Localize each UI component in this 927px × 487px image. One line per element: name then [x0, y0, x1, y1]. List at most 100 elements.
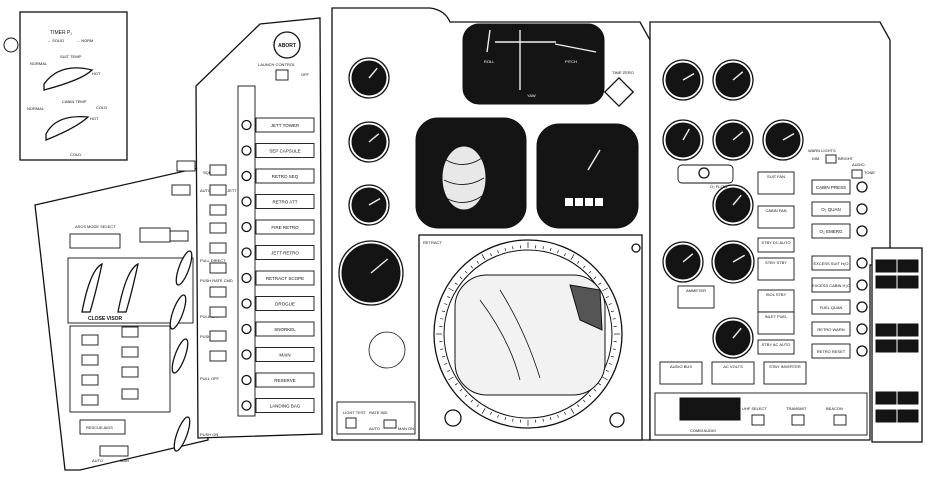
altimeter [339, 241, 403, 305]
cluster-switch-4[interactable] [82, 375, 98, 385]
warn-lights-switch[interactable] [826, 155, 836, 163]
right-gauge-6 [663, 242, 703, 282]
scope-knob-right[interactable] [610, 413, 624, 427]
rescue-auto-label: AUTO [92, 458, 103, 463]
uhf-select-switch[interactable] [752, 415, 764, 425]
cluster-switch-5[interactable] [122, 367, 138, 377]
cluster-switch-3[interactable] [122, 347, 138, 357]
left-handle-7[interactable] [210, 307, 226, 317]
side-strip-block-b-5 [898, 410, 918, 422]
warning-label: O₂ QUAN [821, 207, 841, 212]
warning-knob-lower-3[interactable] [857, 324, 867, 334]
warning-label: O₂ EMERG [820, 229, 843, 234]
rescue-man-label: MAN [120, 458, 129, 463]
left-handle-8[interactable] [210, 331, 226, 341]
telelight-retro-seq [242, 172, 251, 181]
rate-ind-label: RATE IND [369, 410, 387, 415]
warning-knob-0[interactable] [857, 182, 867, 192]
cluster-switch-2[interactable] [82, 355, 98, 365]
rescue-switch[interactable] [100, 446, 128, 456]
upper-switch-0[interactable] [177, 161, 195, 171]
right-panel: O₂ FLOW WARN LIGHTS DIM BRIGHT AUDIO TON… [650, 22, 922, 442]
cluster-switch-7[interactable] [122, 389, 138, 399]
rate-auto-label: AUTO [369, 426, 380, 431]
side-strip-block-2 [876, 324, 896, 336]
sequence-label: FIRE RETRO [271, 225, 299, 230]
pull-off-label-2: PULL OFF [200, 376, 220, 381]
warning-knob-lower-0[interactable] [857, 258, 867, 268]
left-handle-9[interactable] [210, 351, 226, 361]
close-visor-label: CLOSE VISOR [88, 316, 123, 322]
cluster-switch-0[interactable] [82, 335, 98, 345]
switch-box-label: STBY DC AUTO [761, 240, 790, 245]
beacon-switch[interactable] [834, 415, 846, 425]
cabin-temp-label: CABIN TEMP [62, 99, 87, 104]
switch-box-label: STBY AC AUTO [762, 342, 791, 347]
left-handle-4[interactable] [210, 243, 226, 253]
globe [442, 146, 486, 210]
audio-label: AUDIO [852, 162, 865, 167]
left-handle-2[interactable] [210, 205, 226, 215]
side-strip-block-1 [876, 276, 896, 288]
left-handle-6[interactable] [210, 287, 226, 297]
sequence-label: SNORKEL [274, 327, 296, 332]
transmit-switch[interactable] [792, 415, 804, 425]
yaw-label: YAW [527, 93, 536, 98]
telelight-jett-retro [242, 248, 251, 257]
left-handle-3[interactable] [210, 223, 226, 233]
retract-label: RETRACT [423, 240, 442, 245]
left-gauge-1 [349, 58, 389, 98]
cabin-cold-label: COLD [96, 105, 107, 110]
switch-box-label: AC VOLTS [723, 364, 743, 369]
cluster-switch-6[interactable] [82, 395, 98, 405]
scope-retract-knob[interactable] [632, 244, 640, 252]
light-test-label: LIGHT TEST [343, 410, 367, 415]
clock-digit-3 [585, 198, 593, 206]
scope-knob-left[interactable] [445, 410, 461, 426]
side-strip-block-b-0 [898, 260, 918, 272]
audio-tone-switch[interactable] [852, 170, 862, 178]
left-handle-1[interactable] [210, 185, 226, 195]
left-handle-5[interactable] [210, 263, 226, 273]
warning-knob-lower-1[interactable] [857, 280, 867, 290]
sequence-label: RETRO SEQ [272, 174, 299, 179]
switch-box-label: STBY STBY [765, 260, 787, 265]
push-on-label-2: PUSH ON [200, 432, 218, 437]
left-gauge-2 [349, 122, 389, 162]
cluster-switch-1[interactable] [122, 327, 138, 337]
comm-volume-block[interactable] [680, 398, 740, 420]
clock-digit-2 [575, 198, 583, 206]
warning-knob-1[interactable] [857, 204, 867, 214]
rate-ind-switch[interactable] [384, 420, 396, 428]
ascs-mode-switch-block[interactable] [70, 234, 120, 248]
gyro-switch-block[interactable] [140, 228, 170, 242]
side-strip-block-4 [876, 392, 896, 404]
telelight-fire-retro [242, 223, 251, 232]
upper-switch-2[interactable] [170, 231, 188, 241]
o2-flow-knob[interactable] [699, 168, 709, 178]
suit-hot-label: HOT [92, 71, 101, 76]
telelight-snorkel [242, 325, 251, 334]
satellite-clock [537, 124, 638, 228]
warning-knob-lower-4[interactable] [857, 346, 867, 356]
warning-knob-2[interactable] [857, 226, 867, 236]
time-zero-label: TIME ZERO [612, 70, 634, 75]
warning-knob-lower-2[interactable] [857, 302, 867, 312]
timer-label: TIMER P₁ [50, 30, 72, 36]
switch-box-label: CABIN FAN [765, 208, 786, 213]
sequence-label: JETT TOWER [271, 123, 300, 128]
sequence-label: RETRACT SCOPE [266, 276, 304, 281]
left-handle-0[interactable] [210, 165, 226, 175]
upper-switch-1[interactable] [172, 185, 190, 195]
side-strip-block-5 [876, 410, 896, 422]
tone-label: TONE [864, 170, 875, 175]
launch-control-switch[interactable] [276, 70, 288, 80]
light-test-switch[interactable] [346, 418, 356, 428]
launch-off-label: OFF [301, 72, 310, 77]
telelight-reserve [242, 376, 251, 385]
clock-digit-4 [595, 198, 603, 206]
sequence-label: RETRO ATT [273, 200, 298, 205]
telelight-retro-att [242, 197, 251, 206]
warning-label: EXCESS CABIN H₂O [812, 283, 850, 288]
